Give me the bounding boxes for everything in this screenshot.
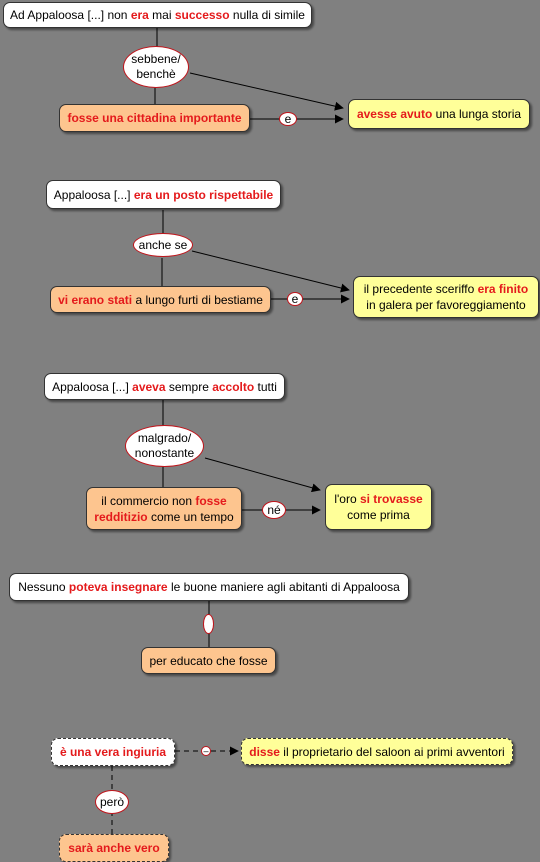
clause-text: Appaloosa [...] era un posto rispettabil…	[54, 187, 273, 203]
clause-text: è una vera ingiuria	[60, 744, 166, 760]
clause-text-segment: sempre	[165, 379, 213, 394]
dash-connector: –	[201, 746, 211, 756]
subordinate-clause-box: per educato che fosse	[141, 647, 276, 674]
connector-label: però	[95, 790, 129, 814]
clause-text: l'oro si trovasse come prima	[332, 491, 425, 523]
highlighted-verb-text: vi erano stati	[58, 292, 133, 307]
main-clause-box: Ad Appaloosa [...] non era mai successo …	[3, 2, 312, 28]
clause-text: vi erano stati a lungo furti di bestiame	[58, 292, 263, 308]
highlighted-verb-text: avesse avuto	[356, 107, 433, 121]
highlighted-verb-text: successo	[174, 8, 230, 22]
clause-text-segment: per educato che fosse	[149, 653, 268, 668]
clause-text-segment: l'oro	[334, 492, 360, 506]
clause-text-segment: Nessuno	[18, 580, 69, 594]
main-clause-box: Appaloosa [...] aveva sempre accolto tut…	[44, 373, 285, 400]
highlighted-verb-text: poteva insegnare	[68, 580, 168, 594]
subordinate-clause-box: sarà anche vero	[59, 834, 169, 862]
clause-text: il commercio non fosse redditizio come u…	[93, 493, 235, 525]
highlighted-verb-text: sarà anche vero	[68, 841, 160, 855]
clause-text-segment: mai	[148, 8, 175, 22]
main-clause-box: Nessuno poteva insegnare le buone manier…	[9, 573, 409, 601]
clause-text: fosse una cittadina importante	[67, 110, 241, 126]
highlighted-verb-text: aveva	[132, 379, 166, 394]
speech-attribution-box: disse il proprietario del saloon ai prim…	[241, 738, 513, 765]
clause-text: sarà anche vero	[68, 840, 159, 856]
clause-text-segment: le buone maniere agli abitanti di Appalo…	[167, 580, 400, 594]
main-clause-box: Appaloosa [...] era un posto rispettabil…	[46, 180, 281, 209]
highlighted-verb-text: era finito	[477, 282, 529, 296]
clause-text-segment: Appaloosa [...]	[52, 379, 133, 394]
clause-text-segment: nulla di simile	[229, 8, 305, 22]
result-clause-box: il precedente sceriffo era finito in gal…	[353, 276, 539, 318]
clause-text-segment: tutti	[254, 379, 277, 394]
highlighted-verb-text: disse	[249, 744, 280, 759]
subordinate-clause-box: il commercio non fosse redditizio come u…	[86, 487, 242, 530]
clause-text-segment: il commercio non	[101, 493, 196, 508]
nor-connector: né	[262, 501, 286, 519]
quoted-speech-box: è una vera ingiuria	[51, 738, 175, 766]
result-clause-box: l'oro si trovasse come prima	[325, 484, 432, 530]
clause-text-segment: Ad Appaloosa [...] non	[10, 8, 131, 22]
and-connector: e	[279, 112, 297, 126]
subordinate-clause-box: vi erano stati a lungo furti di bestiame	[50, 286, 271, 313]
clause-text-segment: come un tempo	[147, 509, 234, 524]
clause-text-segment: come prima	[347, 508, 410, 522]
and-connector: e	[287, 292, 303, 306]
clause-text-segment: a lungo furti di bestiame	[132, 292, 263, 307]
clause-text: Ad Appaloosa [...] non era mai successo …	[10, 7, 305, 23]
clause-text: avesse avuto una lunga storia	[357, 106, 521, 122]
highlighted-verb-text: era	[130, 8, 149, 22]
clause-text-segment: in galera per favoreggiamento	[366, 298, 526, 312]
clause-text-segment: il proprietario del saloon ai primi avve…	[279, 744, 505, 759]
connector-label: anche se	[133, 233, 193, 257]
clause-text: il precedente sceriffo era finito in gal…	[360, 281, 532, 313]
highlighted-verb-text: accolto	[212, 379, 255, 394]
clause-text: disse il proprietario del saloon ai prim…	[249, 744, 504, 760]
highlighted-verb-text: fosse una cittadina importante	[67, 111, 242, 125]
subordinate-clause-box: fosse una cittadina importante	[59, 104, 250, 132]
highlighted-verb-text: si trovasse	[359, 492, 423, 506]
clause-text: Appaloosa [...] aveva sempre accolto tut…	[52, 379, 277, 395]
clause-text-segment: Appaloosa [...]	[53, 187, 134, 202]
connector-label: malgrado/ nonostante	[125, 425, 204, 467]
highlighted-verb-text: è una vera ingiuria	[59, 745, 167, 759]
highlighted-verb-text: fosse redditizio	[94, 493, 227, 524]
clause-text-segment: una lunga storia	[432, 107, 522, 121]
clause-text: Nessuno poteva insegnare le buone manier…	[18, 579, 400, 595]
result-clause-box: avesse avuto una lunga storia	[348, 99, 530, 129]
connector-label	[203, 614, 214, 634]
connector-label: sebbene/ benchè	[123, 46, 189, 88]
clause-text: per educato che fosse	[149, 653, 267, 669]
highlighted-verb-text: era un posto rispettabile	[133, 187, 274, 202]
clause-text-segment: il precedente sceriffo	[363, 282, 478, 296]
